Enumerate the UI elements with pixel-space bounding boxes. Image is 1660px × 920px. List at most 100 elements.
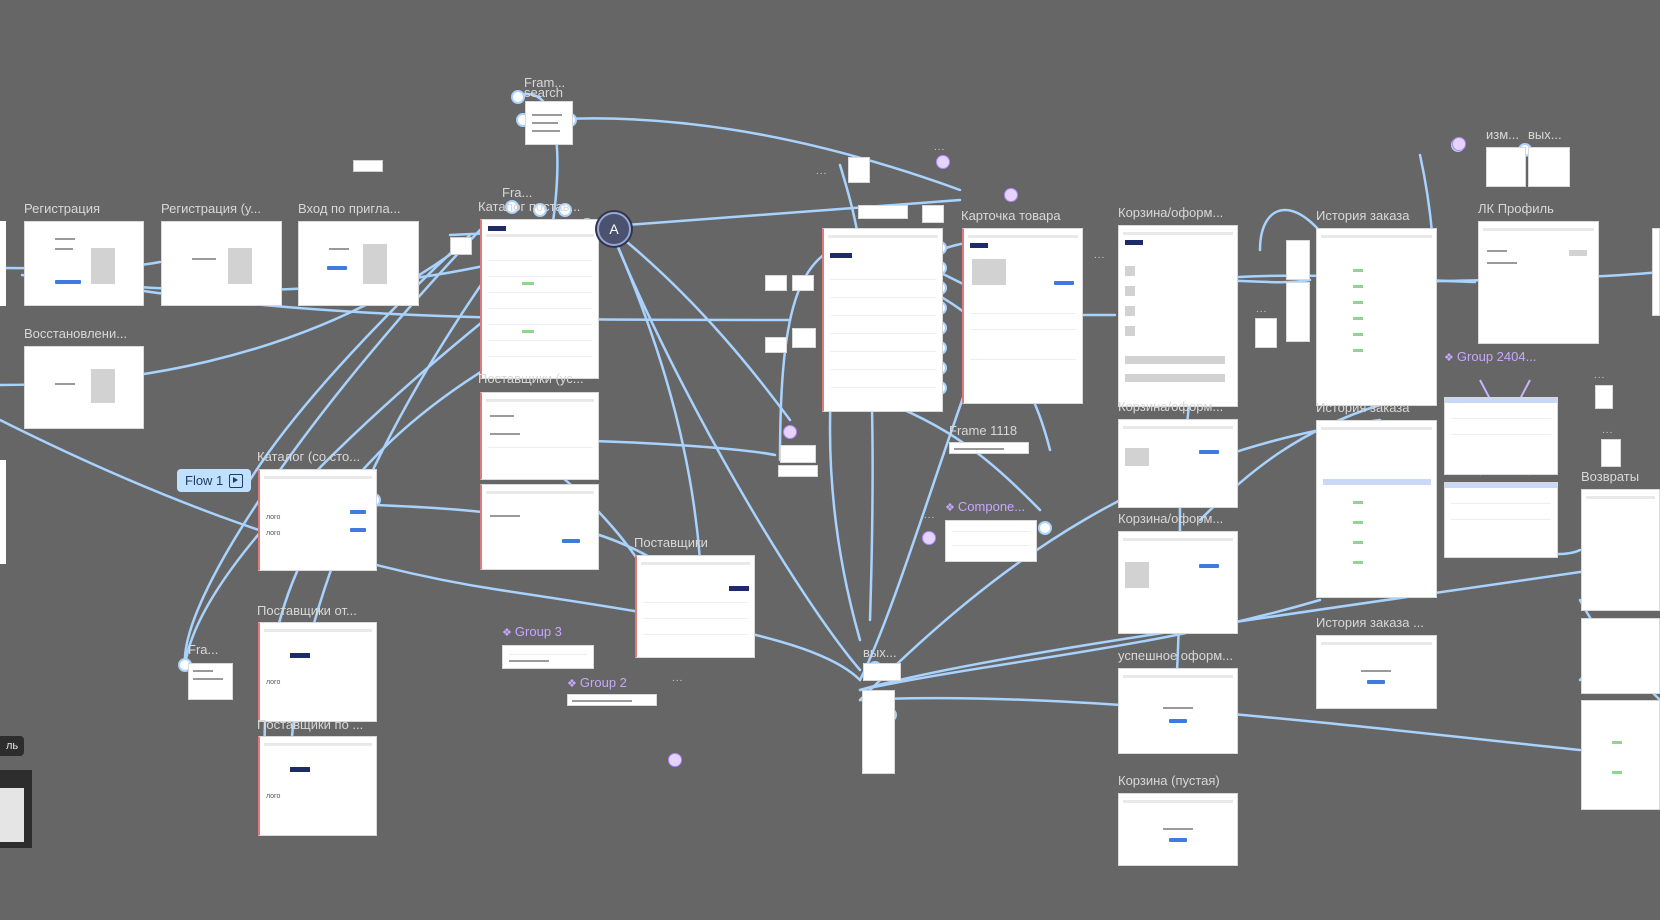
component-label[interactable]: Compone... — [945, 500, 1025, 515]
overflow-dots[interactable]: ... — [1602, 425, 1614, 436]
frame-label-vyh2[interactable]: вых... — [1528, 127, 1562, 142]
ghost-prototype-icon[interactable] — [783, 425, 797, 439]
frame-label-order-history-1[interactable]: История заказа — [1316, 208, 1410, 223]
group2404-part-2[interactable] — [1444, 482, 1558, 558]
frame-order-history-2[interactable] — [1316, 420, 1437, 598]
frame-vyh[interactable] — [863, 663, 901, 681]
frame-tall[interactable] — [862, 690, 895, 774]
frame-mini-center-1[interactable] — [765, 275, 787, 291]
frame-label-order-history-3[interactable]: История заказа ... — [1316, 615, 1424, 630]
frame-label-restore[interactable]: Восстановлени... — [24, 326, 128, 341]
frame-returns-3[interactable] — [1581, 700, 1660, 810]
floating-chip[interactable] — [353, 160, 383, 172]
component-label-group3[interactable]: Group 3 — [502, 625, 562, 640]
frame-mini-center-4[interactable] — [792, 328, 816, 348]
frame-mini-center-6[interactable] — [778, 465, 818, 477]
overflow-dots[interactable]: ... — [1094, 250, 1106, 261]
frame-suppliers-u[interactable] — [480, 392, 599, 480]
frame-label-lk-profile[interactable]: ЛК Профиль — [1478, 201, 1554, 216]
frame-returns-2[interactable] — [1581, 618, 1660, 694]
frame-label-cart-checkout-2[interactable]: Корзина/оформ... — [1118, 399, 1224, 414]
frame-mini-stack-1[interactable] — [1286, 240, 1310, 280]
frame-mini-stack-2[interactable] — [1286, 282, 1310, 342]
frame-label-suppliers-u[interactable]: Поставщики (ус... — [478, 371, 584, 386]
frame-label-suppliers[interactable]: Поставщики — [634, 535, 708, 550]
frame-suppliers[interactable] — [635, 555, 755, 658]
frame-edge-left-2[interactable] — [0, 460, 6, 564]
frame-label-registration[interactable]: Регистрация — [24, 201, 100, 216]
frame-mini-center-8[interactable] — [858, 205, 908, 219]
ghost-prototype-icon[interactable] — [1004, 188, 1018, 202]
frame-label-fram-search-2[interactable]: search — [524, 85, 564, 100]
frame-1118[interactable] — [949, 442, 1029, 454]
avatar-icon[interactable]: A — [597, 212, 631, 246]
ghost-prototype-icon[interactable] — [936, 155, 950, 169]
frame-product-card[interactable] — [962, 228, 1083, 404]
frame-izm[interactable] — [1486, 147, 1526, 187]
frame-cart-checkout-1[interactable] — [1118, 225, 1238, 407]
side-panel[interactable] — [0, 770, 32, 848]
frame-label-suppliers-ot[interactable]: Поставщики от... — [257, 603, 357, 618]
overflow-dots[interactable]: ... — [924, 510, 936, 521]
frame-restore[interactable] — [24, 346, 144, 429]
frame-mini-stack-3[interactable] — [1255, 318, 1277, 348]
frame-label-cart-checkout-1[interactable]: Корзина/оформ... — [1118, 205, 1224, 220]
ghost-prototype-icon[interactable] — [668, 753, 682, 767]
frame-cart-checkout-2[interactable] — [1118, 419, 1238, 508]
overflow-dots[interactable]: ... — [672, 673, 684, 684]
frame-success-checkout[interactable] — [1118, 668, 1238, 754]
ghost-prototype-icon[interactable] — [922, 531, 936, 545]
frame-label-fra-catalog[interactable]: Fra... — [502, 185, 533, 200]
frame-label-vyh[interactable]: вых... — [863, 645, 897, 660]
frame-order-history-3[interactable] — [1316, 635, 1437, 709]
frame-suppliers-u-2[interactable] — [480, 484, 599, 570]
frame-label-returns[interactable]: Возвраты — [1581, 469, 1640, 484]
frame-mini-center-9[interactable] — [922, 205, 944, 223]
overflow-dots[interactable]: ... — [1256, 304, 1268, 315]
frame-order-history-1[interactable] — [1316, 228, 1437, 406]
frame-label-order-history-2[interactable]: История заказа — [1316, 400, 1410, 415]
frame-catalog-co[interactable]: лого лого — [258, 469, 377, 571]
frame-label-catalog-supplier[interactable]: Каталог постав... — [478, 199, 581, 214]
frame-label-registration-u[interactable]: Регистрация (у... — [161, 201, 261, 216]
group2-component[interactable] — [567, 694, 657, 706]
frame-label-cart-checkout-3[interactable]: Корзина/оформ... — [1118, 511, 1224, 526]
frame-label-suppliers-po[interactable]: Поставщики по ... — [257, 717, 364, 732]
component-label-group2[interactable]: Group 2 — [567, 676, 627, 691]
component-instance[interactable] — [945, 520, 1037, 562]
frame-label-fram-search-1[interactable]: Fram... — [524, 75, 566, 90]
side-panel-tab[interactable]: ль — [0, 736, 25, 756]
frame-mini-center-3[interactable] — [765, 337, 787, 353]
frame-cart-checkout-3[interactable] — [1118, 531, 1238, 634]
frame-lk-profile[interactable] — [1478, 221, 1599, 344]
frame-search[interactable] — [525, 101, 573, 145]
floating-chip-2[interactable] — [450, 237, 472, 255]
frame-edge-right[interactable] — [1652, 228, 1660, 316]
frame-label-fra-small[interactable]: Fra... — [188, 642, 219, 657]
overflow-dots[interactable]: ... — [934, 142, 946, 153]
frame-returns-1[interactable] — [1581, 489, 1660, 611]
component-label-group2404[interactable]: Group 2404... — [1444, 350, 1537, 365]
frame-mini-center-5[interactable] — [780, 445, 816, 463]
overflow-dots[interactable]: ... — [1594, 370, 1606, 381]
ghost-prototype-icon[interactable] — [1452, 137, 1466, 151]
frame-product-list[interactable] — [822, 228, 943, 412]
frame-invite-login[interactable] — [298, 221, 419, 306]
frame-mini-right-2[interactable] — [1601, 439, 1621, 467]
overflow-dots[interactable]: ... — [816, 166, 828, 177]
frame-label-frame1118[interactable]: Frame 1118 — [949, 423, 1018, 438]
frame-suppliers-ot[interactable]: лого — [258, 622, 377, 722]
frame-label-invite-login[interactable]: Вход по пригла... — [298, 201, 401, 216]
flow-1-badge[interactable]: Flow 1 — [177, 469, 252, 492]
frame-registration-u[interactable] — [161, 221, 282, 306]
frame-fra-small[interactable] — [188, 663, 233, 700]
frame-edge-left-1[interactable] — [0, 221, 6, 306]
frame-label-catalog-co[interactable]: Каталог (со сто... — [257, 449, 361, 464]
frame-label-cart-empty[interactable]: Корзина (пустая) — [1118, 773, 1220, 788]
frame-registration[interactable] — [24, 221, 144, 306]
frame-mini-center-2[interactable] — [792, 275, 814, 291]
frame-catalog-supplier[interactable] — [480, 219, 599, 379]
frame-mini-center-7[interactable] — [848, 157, 870, 183]
frame-suppliers-po[interactable]: лого — [258, 736, 377, 836]
